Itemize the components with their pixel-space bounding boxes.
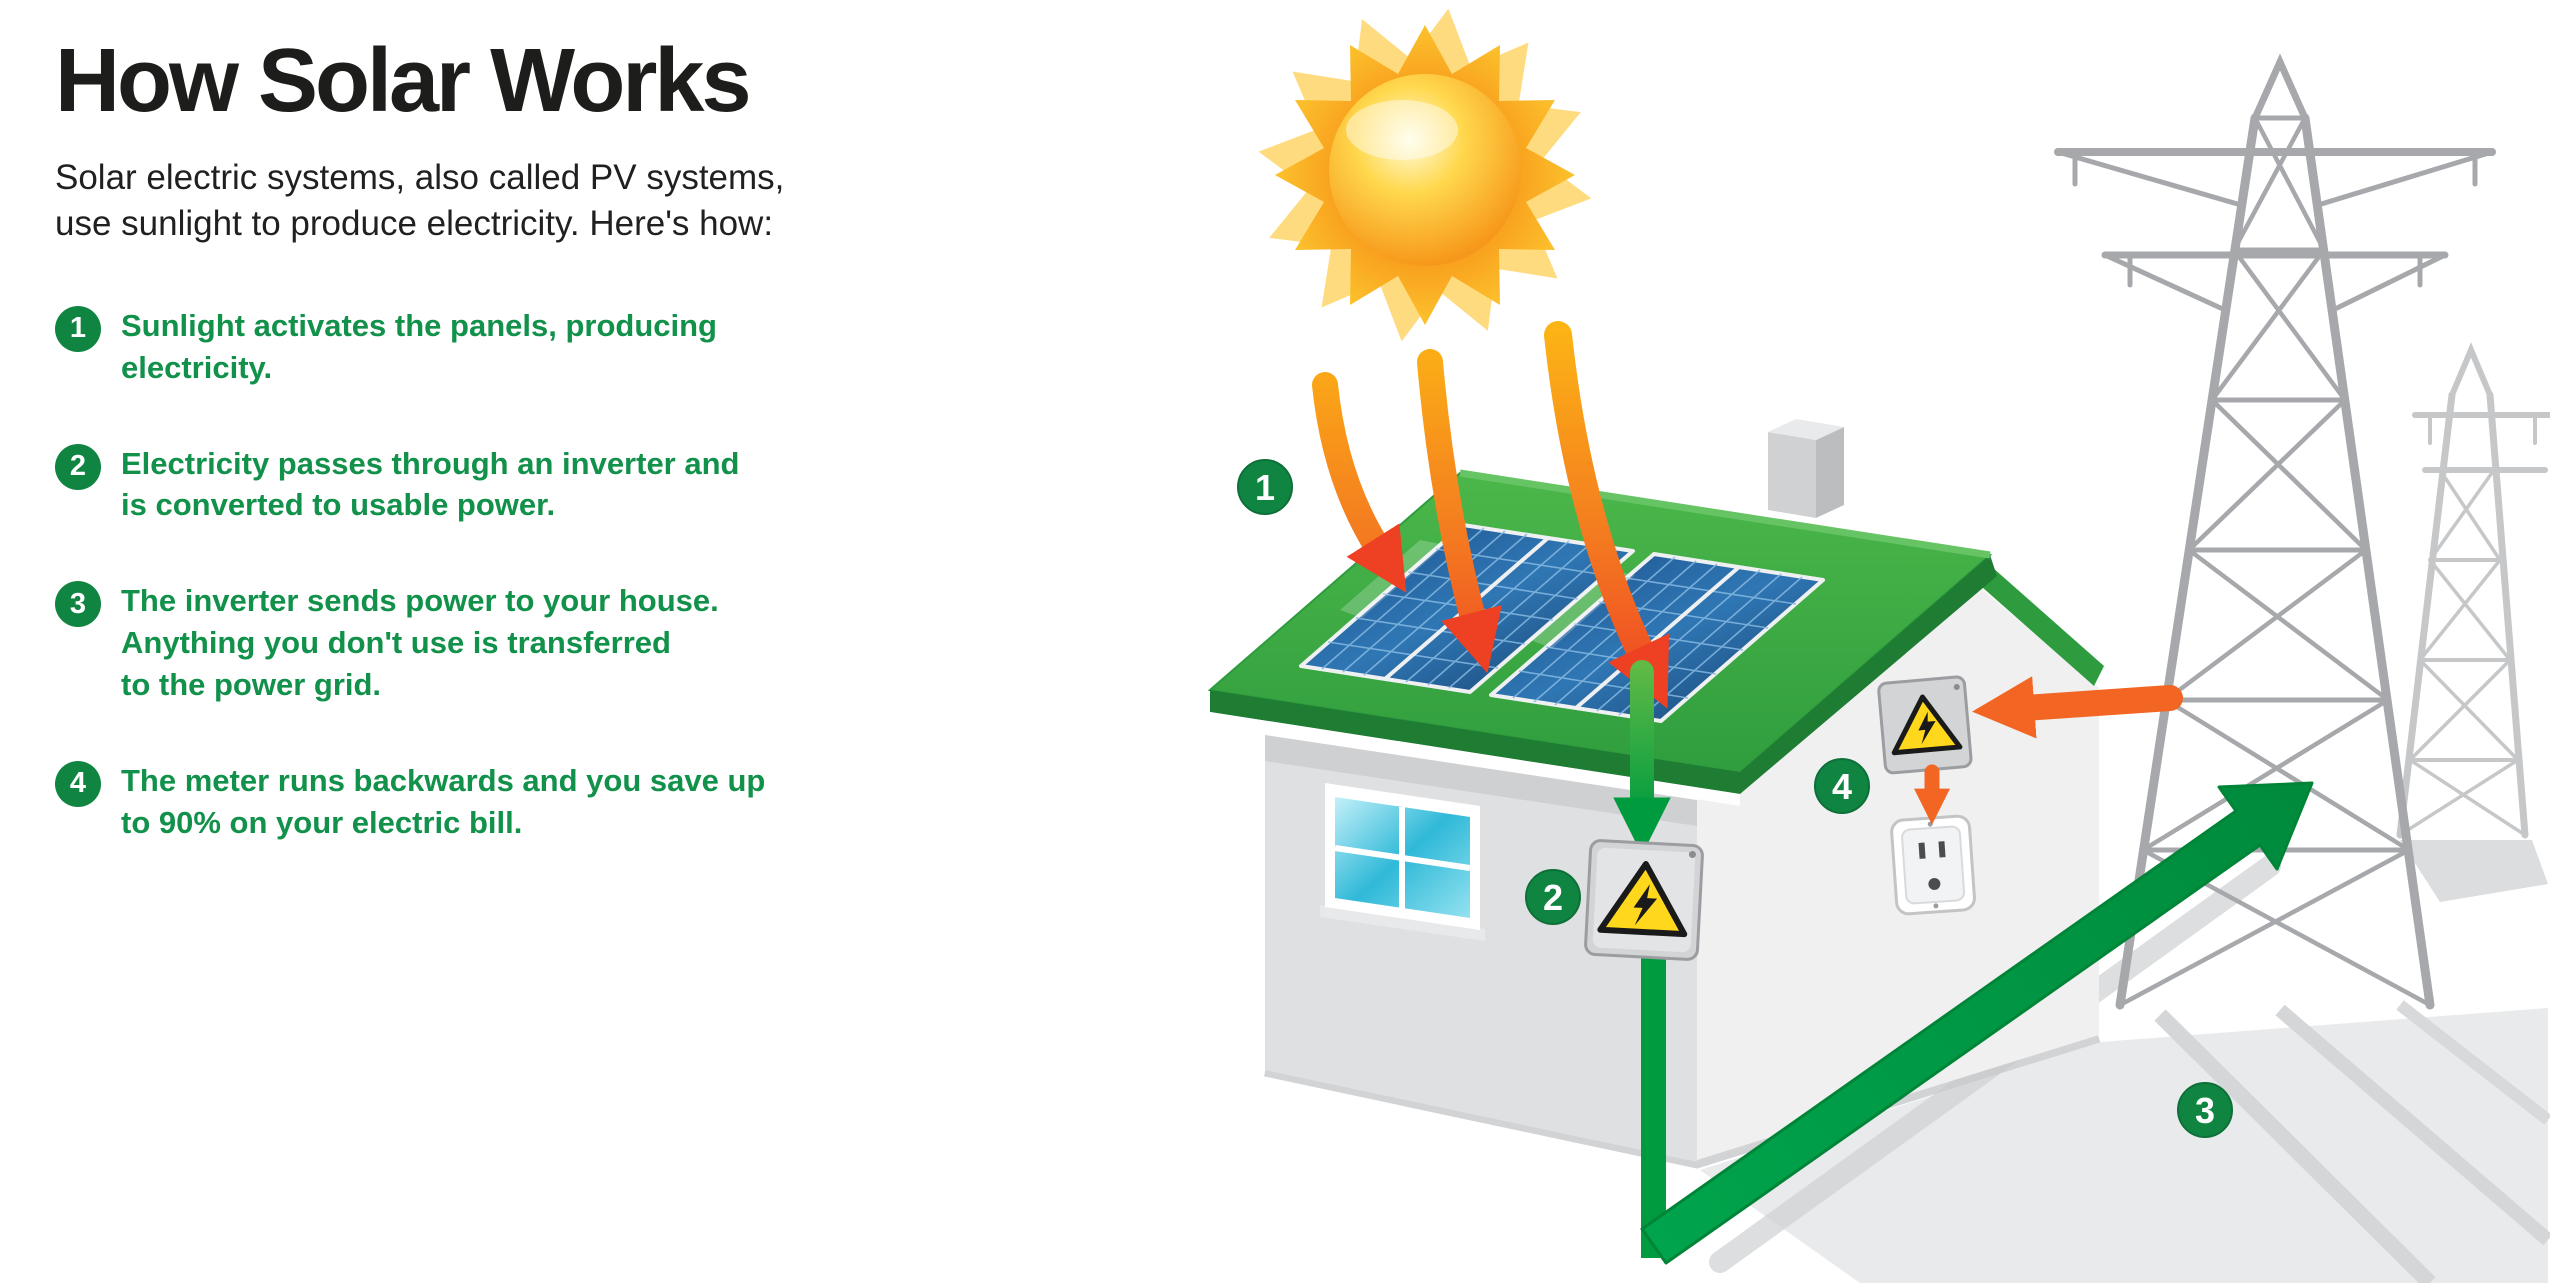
chimney <box>1768 419 1844 518</box>
meter-outlet <box>1890 814 1976 916</box>
step-item-1: 1 Sunlight activates the panels, produci… <box>55 305 935 389</box>
lightning-bolt-icon <box>1918 711 1936 745</box>
step-4-badge: 4 <box>55 760 101 807</box>
step-marker-3: 3 <box>2177 1082 2233 1138</box>
step-marker-2-label: 2 <box>1543 877 1563 918</box>
step-item-3: 3 The inverter sends power to your house… <box>55 580 935 706</box>
step-3-text: The inverter sends power to your house. … <box>121 583 719 702</box>
transmission-tower-far <box>2396 342 2550 839</box>
power-to-grid-arrow <box>1640 781 2314 1265</box>
solar-diagram: 1 2 3 4 <box>1207 0 2550 1283</box>
step-item-4: 4 The meter runs backwards and you save … <box>55 760 935 844</box>
grid-to-house-arrow <box>1972 676 2183 739</box>
step-2-badge: 2 <box>55 443 101 490</box>
inverter-box <box>1584 839 1704 961</box>
page-title: How Solar Works <box>55 31 752 131</box>
grid-connection-box <box>1877 675 1973 775</box>
steps-list: 1 Sunlight activates the panels, produci… <box>55 305 935 844</box>
text-column: How Solar Works Solar electric systems, … <box>55 34 935 843</box>
sunlight-arrow-1 <box>1312 372 1407 593</box>
step-marker-2: 2 <box>1525 869 1581 925</box>
step-2-text: Electricity passes through an inverter a… <box>121 445 740 523</box>
intro-text: Solar electric systems, also called PV s… <box>55 157 785 243</box>
step-marker-3-label: 3 <box>2195 1090 2215 1131</box>
window <box>1320 783 1485 941</box>
grid-feed-arrows <box>1913 676 2183 825</box>
step-marker-1: 1 <box>1237 459 1293 515</box>
sunlight-arrow-2 <box>1417 349 1502 674</box>
step-item-2: 2 Electricity passes through an inverter… <box>55 443 935 527</box>
step-marker-1-label: 1 <box>1255 467 1275 508</box>
step-3-badge: 3 <box>55 581 101 628</box>
sunlight-arrows <box>1312 321 1670 709</box>
lightning-bolt-icon <box>1633 884 1658 926</box>
step-1-badge: 1 <box>55 305 101 352</box>
sun-disc <box>1329 74 1521 266</box>
step-4-text: The meter runs backwards and you save up… <box>121 762 766 840</box>
step-marker-4-label: 4 <box>1832 766 1852 807</box>
sun-icon <box>1235 0 1615 365</box>
step-1-text: Sunlight activates the panels, producing… <box>121 307 717 385</box>
sunlight-arrow-3 <box>1544 321 1670 709</box>
step-marker-4: 4 <box>1814 758 1870 814</box>
